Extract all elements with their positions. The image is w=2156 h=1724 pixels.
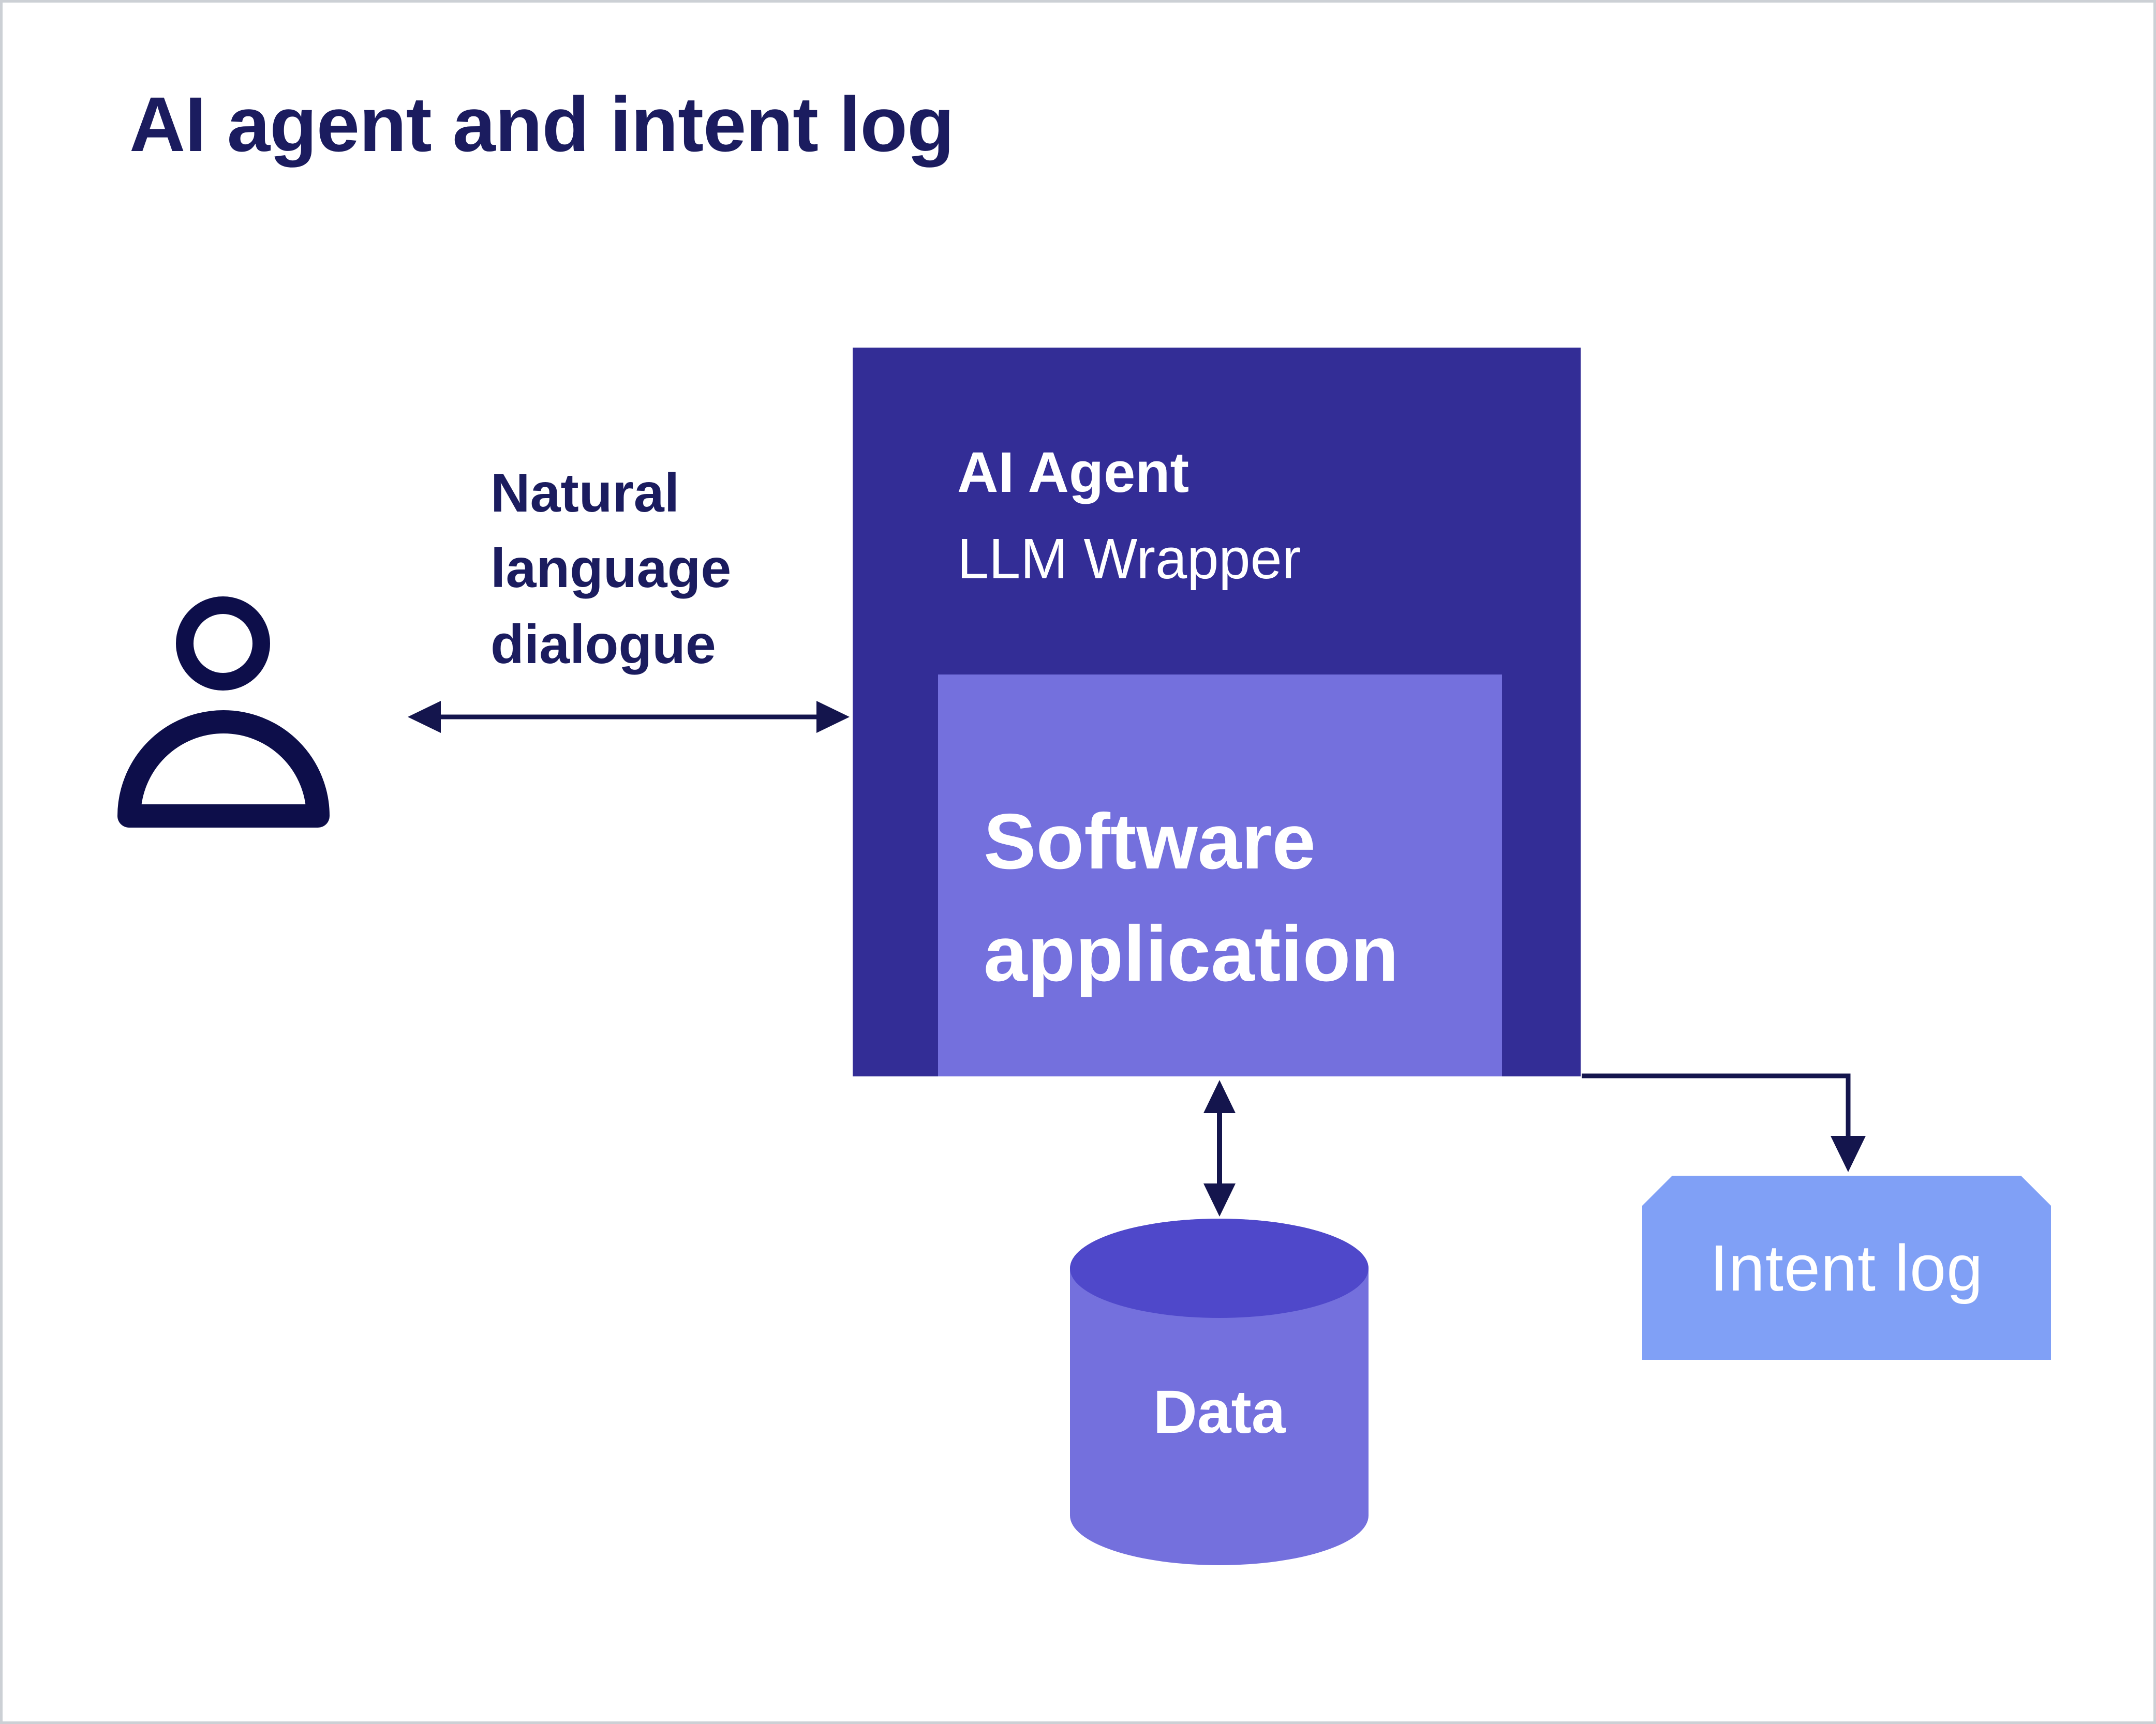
data-label: Data bbox=[1153, 1378, 1286, 1446]
intent-log-label: Intent log bbox=[1709, 1231, 1984, 1305]
data-cylinder bbox=[1070, 1219, 1369, 1565]
page-title: AI agent and intent log bbox=[129, 81, 955, 168]
ai-agent-title: AI Agent bbox=[957, 441, 1189, 504]
software-application-box: Software application bbox=[938, 674, 1502, 1076]
llm-wrapper-subtitle: LLM Wrapper bbox=[957, 527, 1301, 591]
ai-agent-box: AI Agent LLM Wrapper Software applicatio… bbox=[853, 348, 1581, 1076]
user-agent-double-arrow bbox=[408, 701, 850, 733]
agent-intentlog-arrow bbox=[1582, 1073, 1866, 1172]
dialogue-line-2: language bbox=[490, 538, 732, 599]
ai-agent-box-title: AI Agent LLM Wrapper bbox=[957, 429, 1301, 602]
software-application-label: Software application bbox=[984, 786, 1399, 1011]
dialogue-line-3: dialogue bbox=[490, 613, 716, 675]
intent-log-box: Intent log bbox=[1642, 1176, 2051, 1360]
dialogue-line-1: Natural bbox=[490, 462, 680, 523]
dialogue-label: Natural language dialogue bbox=[490, 455, 731, 682]
software-data-double-arrow bbox=[1203, 1080, 1236, 1217]
software-line-1: Software bbox=[984, 798, 1316, 886]
person-icon bbox=[117, 596, 330, 828]
software-line-2: application bbox=[984, 910, 1399, 998]
